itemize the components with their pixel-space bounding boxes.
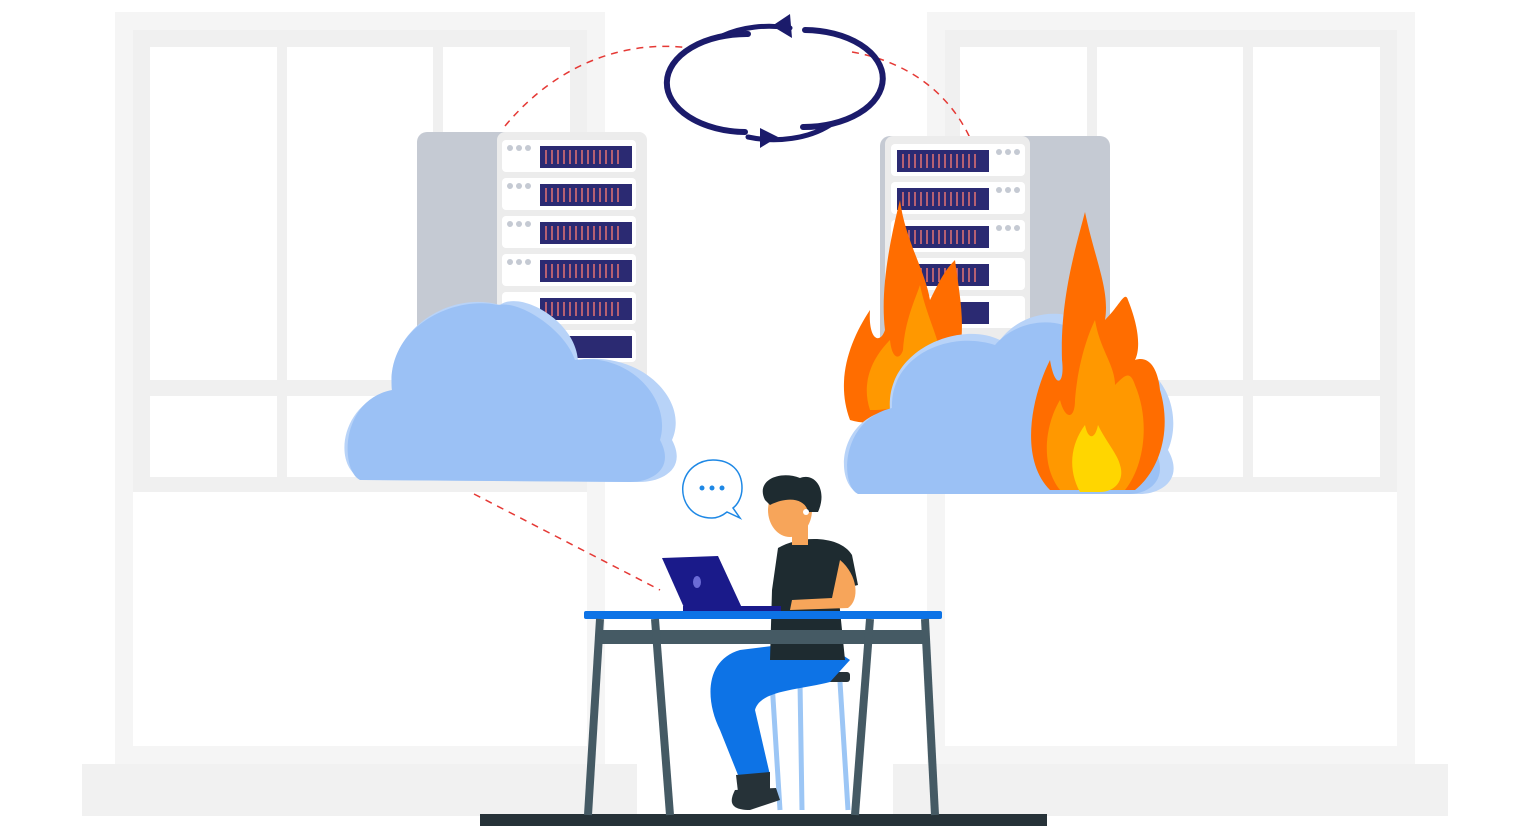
person — [710, 475, 858, 810]
cloud-left — [344, 301, 677, 482]
laptop — [662, 556, 781, 612]
floor-strip — [480, 814, 1047, 826]
fire-icon — [1031, 212, 1165, 492]
sync-arrows-icon — [663, 14, 886, 148]
speech-bubble-icon — [682, 459, 743, 520]
desk — [584, 611, 942, 816]
